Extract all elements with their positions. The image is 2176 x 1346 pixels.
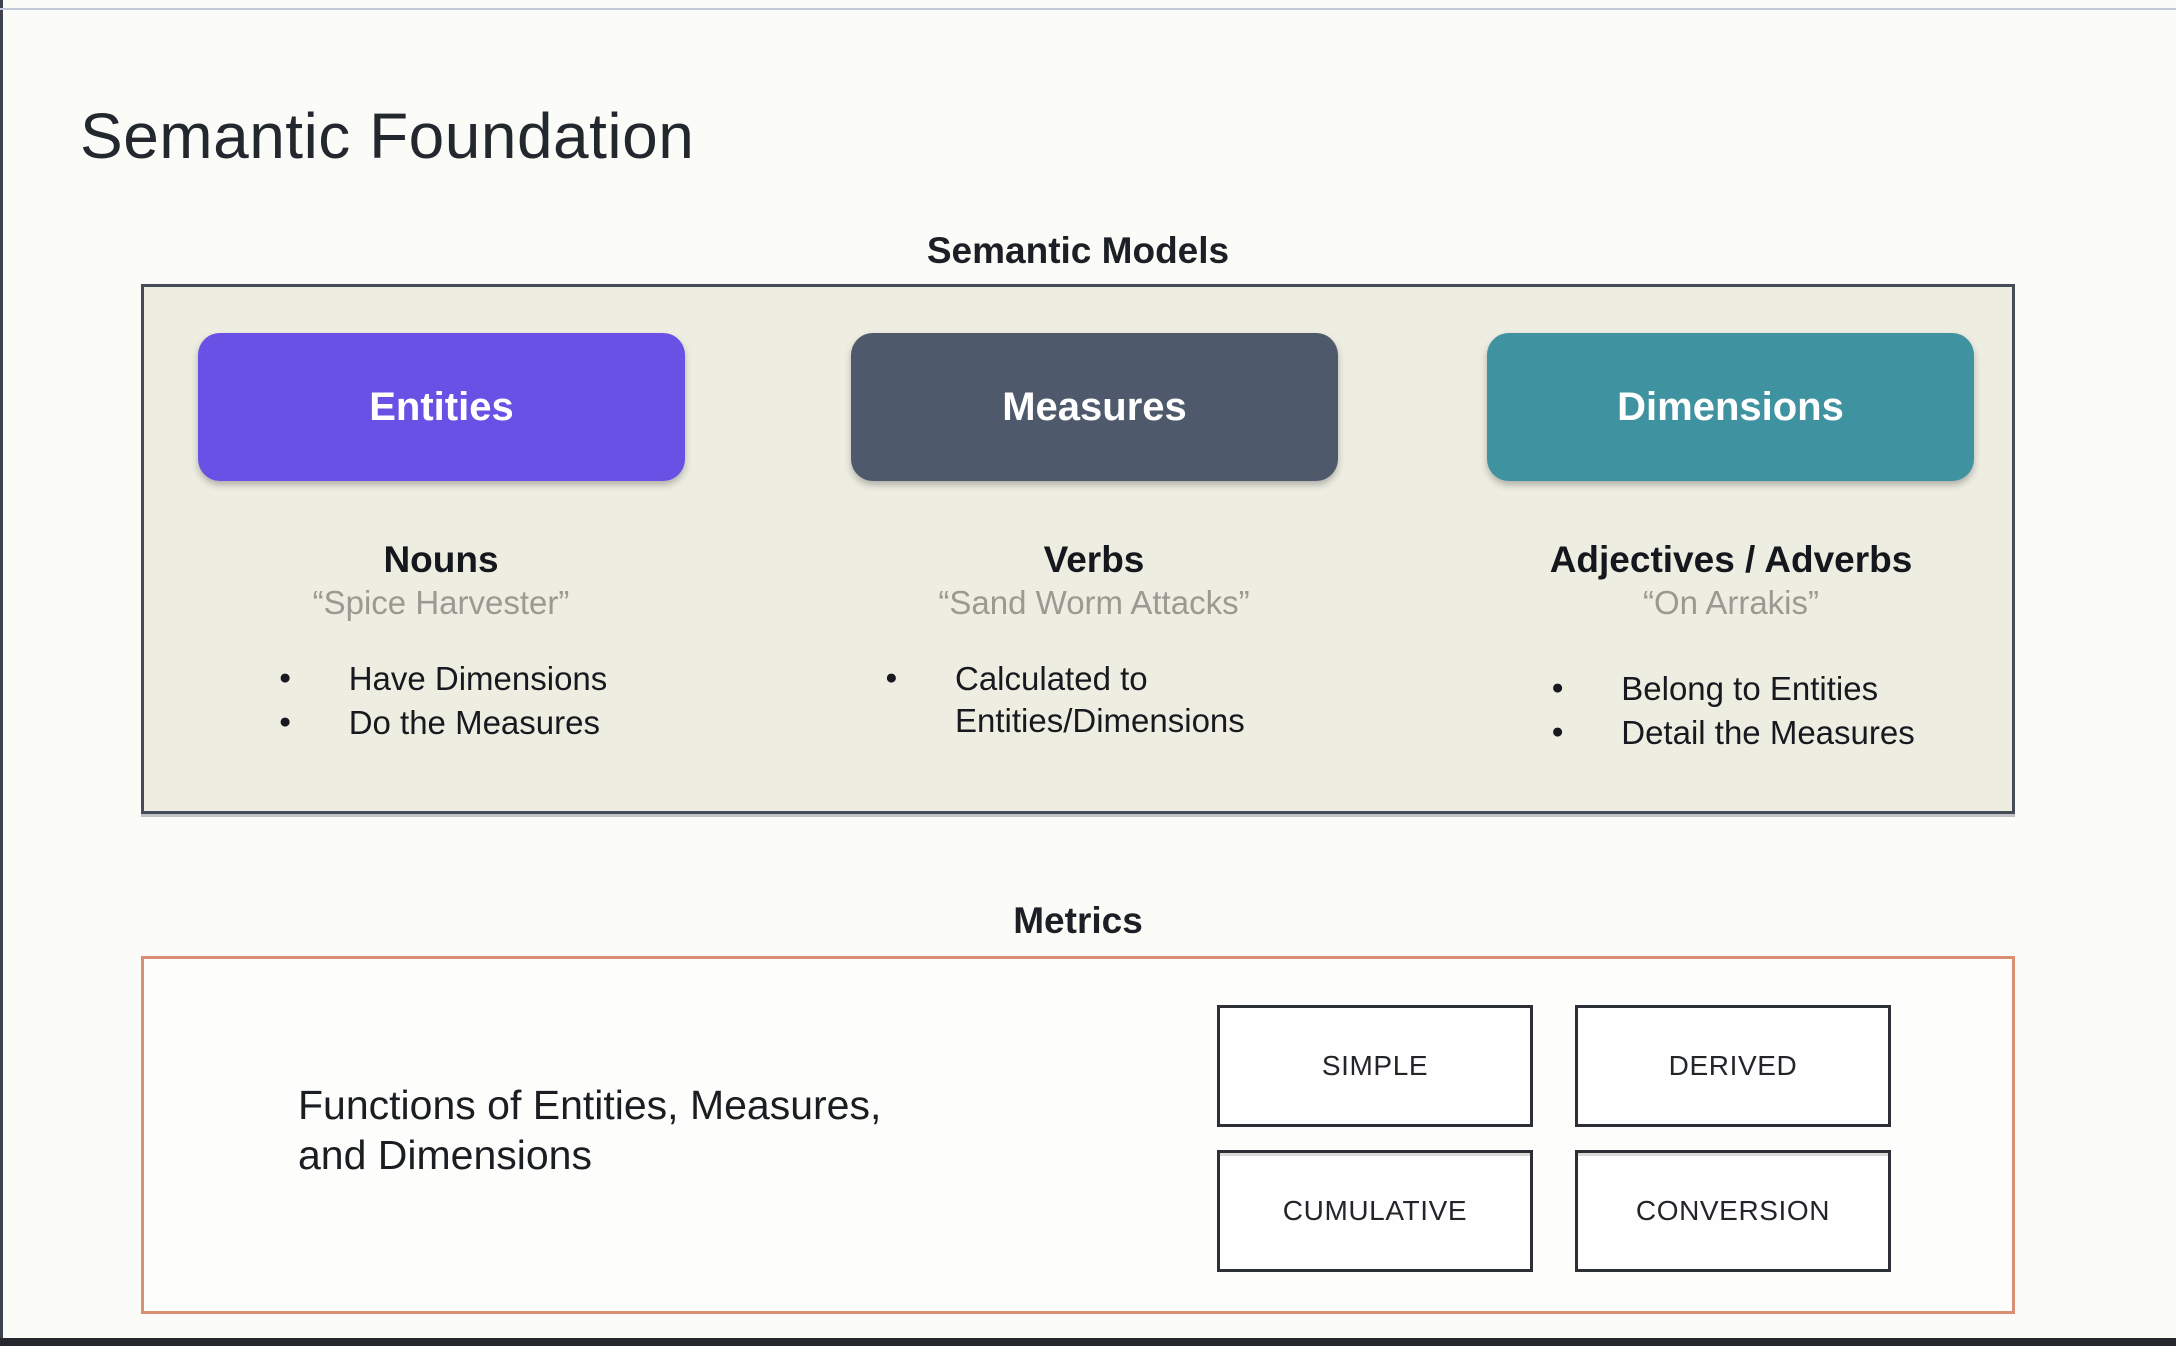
bullet-item: Calculated to Entities/Dimensions bbox=[881, 658, 1307, 742]
window-left-edge bbox=[0, 0, 3, 1346]
measures-bullet-list: Calculated to Entities/Dimensions bbox=[881, 656, 1307, 744]
bullet-item: Do the Measures bbox=[275, 702, 608, 744]
semantic-models-heading: Semantic Models bbox=[926, 230, 1230, 271]
metrics-description: Functions of Entities, Measures, and Dim… bbox=[298, 1080, 881, 1180]
window-top-edge bbox=[0, 8, 2176, 10]
metrics-heading: Metrics bbox=[1013, 900, 1143, 941]
entities-pill: Entities bbox=[198, 333, 685, 481]
page-title: Semantic Foundation bbox=[80, 99, 695, 172]
bullet-item: Detail the Measures bbox=[1547, 712, 1914, 754]
dimensions-pill: Dimensions bbox=[1487, 333, 1974, 481]
metrics-description-line: and Dimensions bbox=[298, 1132, 592, 1179]
metric-type-derived: DERIVED bbox=[1575, 1005, 1891, 1127]
metrics-description-line: Functions of Entities, Measures, bbox=[298, 1082, 882, 1128]
window-bottom-edge bbox=[0, 1338, 2176, 1346]
measures-example: “Sand Worm Attacks” bbox=[938, 583, 1250, 621]
dimensions-bullet-list: Belong to Entities Detail the Measures bbox=[1547, 666, 1914, 756]
entities-example: “Spice Harvester” bbox=[312, 583, 570, 621]
measures-part-of-speech: Verbs bbox=[1043, 539, 1145, 580]
measures-column: Verbs “Sand Worm Attacks” Calculated to … bbox=[814, 539, 1374, 744]
entities-column: Nouns “Spice Harvester” Have Dimensions … bbox=[161, 539, 721, 746]
entities-part-of-speech: Nouns bbox=[383, 539, 499, 580]
entities-bullet-list: Have Dimensions Do the Measures bbox=[275, 656, 608, 746]
bullet-item: Have Dimensions bbox=[275, 658, 608, 700]
dimensions-column: Adjectives / Adverbs “On Arrakis” Belong… bbox=[1451, 539, 2011, 756]
measures-pill: Measures bbox=[851, 333, 1338, 481]
metric-type-conversion: CONVERSION bbox=[1575, 1150, 1891, 1272]
metric-type-cumulative: CUMULATIVE bbox=[1217, 1150, 1533, 1272]
dimensions-part-of-speech: Adjectives / Adverbs bbox=[1549, 539, 1913, 580]
dimensions-example: “On Arrakis” bbox=[1642, 583, 1820, 621]
metric-type-simple: SIMPLE bbox=[1217, 1005, 1533, 1127]
bullet-item: Belong to Entities bbox=[1547, 668, 1914, 710]
